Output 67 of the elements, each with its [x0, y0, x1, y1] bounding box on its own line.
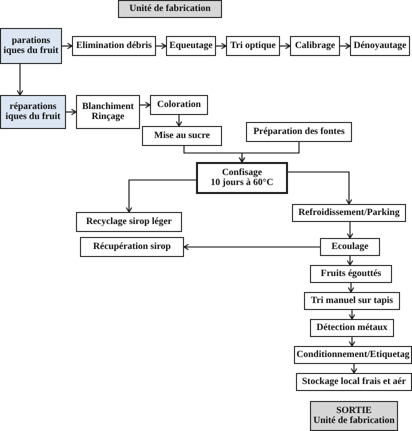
process-box	[246, 122, 352, 142]
arrow	[280, 42, 291, 50]
box-label: Blanchiment Rinçage	[81, 102, 135, 122]
box-label: Dénoyautage	[354, 40, 406, 52]
process-box	[350, 36, 410, 56]
process-box	[142, 126, 222, 146]
process-box	[76, 212, 182, 232]
arrow	[340, 42, 351, 50]
box-label: Tri manuel sur tapis	[310, 296, 394, 306]
box-label: Ecoulage	[332, 242, 368, 252]
arrow	[348, 283, 354, 293]
arrow	[176, 115, 182, 127]
arrow	[288, 171, 352, 205]
arrow	[62, 42, 73, 50]
box-sublabel: 10 jours à 60°C	[210, 178, 274, 188]
process-box	[296, 373, 412, 391]
process-box	[292, 204, 406, 222]
arrow	[216, 42, 227, 50]
arrow	[126, 179, 196, 213]
unit-box	[310, 401, 398, 431]
stage-box	[0, 95, 66, 129]
box-label: Récupération sirop	[93, 242, 171, 252]
process-box	[72, 36, 156, 56]
box-label: Stockage local frais et aér	[302, 376, 406, 388]
box-label: Fruits égouttés	[320, 268, 382, 280]
box-label: Coloration	[157, 100, 201, 110]
process-box	[80, 237, 184, 257]
box-label: Confisage	[222, 168, 262, 178]
box-label: Conditionnement/Etiquetag	[296, 350, 410, 360]
box-label: Unité de fabrication	[129, 4, 211, 14]
box-label: Détection métaux	[316, 322, 388, 334]
arrow	[348, 337, 356, 347]
box-label: Elimination débris	[76, 40, 152, 52]
box-label: Refroidissement/Parking	[298, 208, 400, 218]
box-label: parations iques du fruit	[3, 36, 59, 56]
arrow	[66, 108, 77, 116]
box-sublabel: Unité de fabrication	[313, 416, 395, 426]
stage-box	[0, 28, 62, 64]
process-box	[310, 319, 394, 337]
box-label: Préparation des fontes	[253, 126, 345, 138]
process-box	[150, 95, 208, 115]
box-label: Mise au sucre	[154, 130, 210, 142]
process-box	[290, 36, 340, 56]
arrow	[156, 42, 167, 50]
process-box	[196, 162, 288, 194]
process-box	[304, 292, 400, 310]
arrow	[350, 364, 358, 374]
arrow	[140, 102, 151, 108]
process-box	[76, 95, 140, 129]
process-box	[320, 238, 380, 256]
process-box	[294, 346, 412, 364]
arrow	[183, 244, 320, 250]
box-label: réparations iques du fruit	[4, 102, 62, 122]
box-label: Tri optique	[230, 40, 276, 52]
unit-box	[118, 0, 222, 18]
arrow	[346, 256, 354, 266]
box-label: Recyclage sirop léger	[86, 216, 172, 228]
box-label: Equeutage	[169, 40, 213, 52]
arrow	[346, 222, 354, 239]
process-box	[310, 265, 392, 283]
process-box	[226, 36, 280, 56]
arrow	[348, 310, 356, 320]
box-label: SORTIE	[336, 406, 372, 416]
arrow	[16, 64, 24, 96]
process-box	[166, 36, 216, 56]
arrow	[238, 142, 300, 163]
box-label: Calibrage	[294, 40, 336, 52]
